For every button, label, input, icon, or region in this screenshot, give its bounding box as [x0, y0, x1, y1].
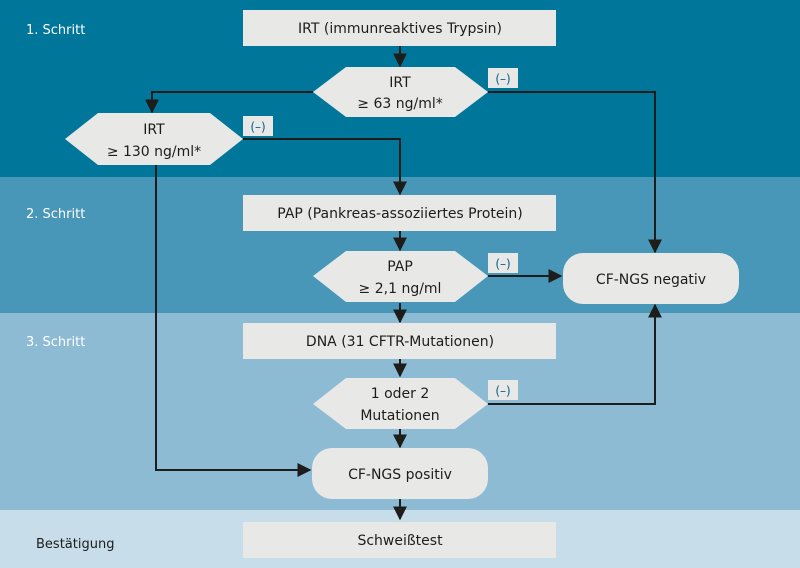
dna-test-label: DNA (31 CFTR-Mutationen)	[306, 334, 494, 350]
pap-test-label: PAP (Pankreas-assoziiertes Protein)	[277, 206, 522, 222]
stage-label-step2: 2. Schritt	[26, 207, 85, 222]
stage-label-step3: 3. Schritt	[26, 335, 85, 350]
negative-tag-mutation	[488, 380, 518, 400]
pap-test-box	[243, 195, 556, 231]
arrow-irt63-to-negative	[488, 91, 662, 254]
dna-test-box	[243, 323, 556, 359]
mutation-label-line1: 1 oder 2	[371, 386, 430, 402]
positive-result-box	[312, 448, 488, 499]
pap-label-line1: PAP	[387, 259, 413, 275]
irt-test-label: IRT (immunreaktives Trypsin)	[298, 21, 502, 37]
irt63-label-line1: IRT	[389, 75, 411, 91]
negative-tag-irt63-label: (–)	[495, 72, 510, 86]
arrow-irt63-to-irt130	[145, 91, 313, 114]
pap-decision	[313, 251, 488, 302]
negative-tag-irt63	[488, 68, 518, 88]
negative-tag-irt130-label: (–)	[250, 120, 265, 134]
sweat-test-box	[243, 522, 556, 558]
irt63-decision	[313, 67, 488, 117]
negative-tag-pap-label: (–)	[495, 257, 510, 271]
pap-label-line2: ≥ 2,1 ng/ml	[359, 281, 442, 297]
negative-tag-pap	[488, 253, 518, 273]
positive-result-label: CF-NGS positiv	[348, 467, 452, 483]
negative-tag-mutation-label: (–)	[495, 384, 510, 398]
stage-label-confirm: Bestätigung	[36, 537, 114, 552]
mutation-decision	[313, 378, 488, 429]
irt130-label-line2: ≥ 130 ng/ml*	[107, 144, 201, 160]
negative-result-box	[563, 253, 739, 304]
arrow-irt130-to-pap	[243, 138, 407, 196]
negative-tag-irt130	[243, 116, 273, 136]
sweat-test-label: Schweißtest	[357, 533, 443, 549]
irt-test-box	[243, 10, 556, 46]
arrow-mutation-to-negative	[488, 303, 662, 405]
irt63-label-line2: ≥ 63 ng/ml*	[357, 96, 442, 112]
stage-label-step1: 1. Schritt	[26, 23, 85, 38]
negative-result-label: CF-NGS negativ	[596, 272, 706, 288]
mutation-label-line2: Mutationen	[360, 408, 439, 424]
arrow-irt130-to-positive	[155, 165, 312, 477]
connectors	[145, 46, 662, 521]
irt130-decision	[65, 113, 243, 165]
irt130-label-line1: IRT	[143, 122, 165, 138]
